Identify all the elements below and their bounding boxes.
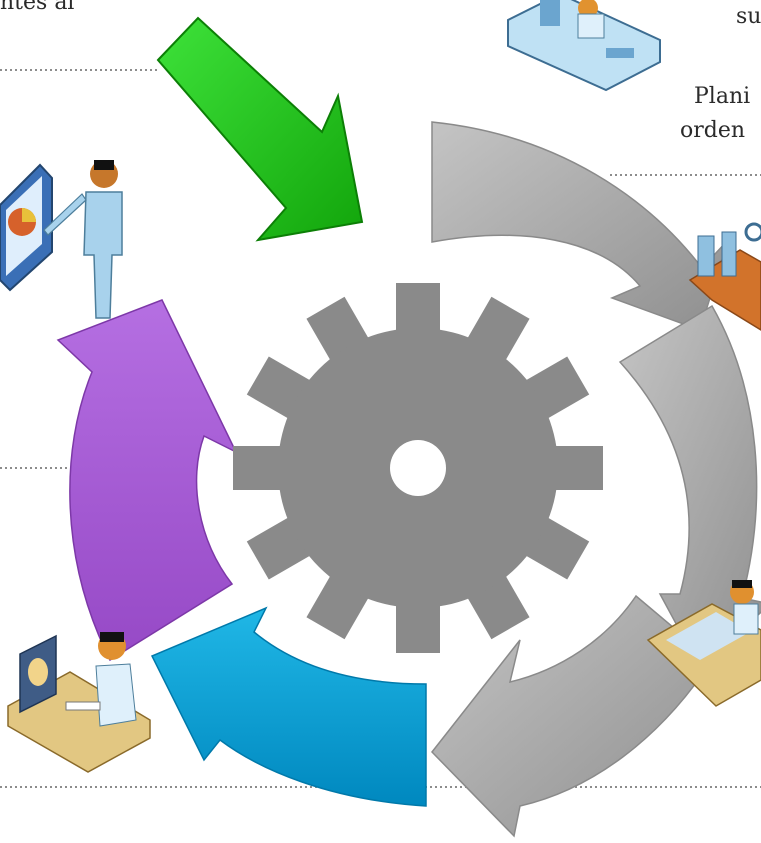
label-top-left: ntes al xyxy=(0,0,75,15)
presenter-icon xyxy=(0,160,123,319)
blue-arrow xyxy=(150,606,427,807)
gray-arrow-top xyxy=(431,121,729,331)
green-arrow xyxy=(156,16,364,242)
label-top-right-plani: Plani xyxy=(694,84,751,109)
label-top-right-su: su xyxy=(736,4,761,29)
assembly-worker-icon xyxy=(507,0,661,92)
gray-arrow-bottom xyxy=(431,594,713,838)
gear-icon xyxy=(233,283,603,653)
label-top-right-orden: orden xyxy=(680,118,746,143)
designer-drafting-icon xyxy=(646,580,761,707)
computer-designer-icon xyxy=(7,632,151,773)
factory-conveyor-icon xyxy=(688,222,761,331)
purple-arrow xyxy=(56,299,238,662)
